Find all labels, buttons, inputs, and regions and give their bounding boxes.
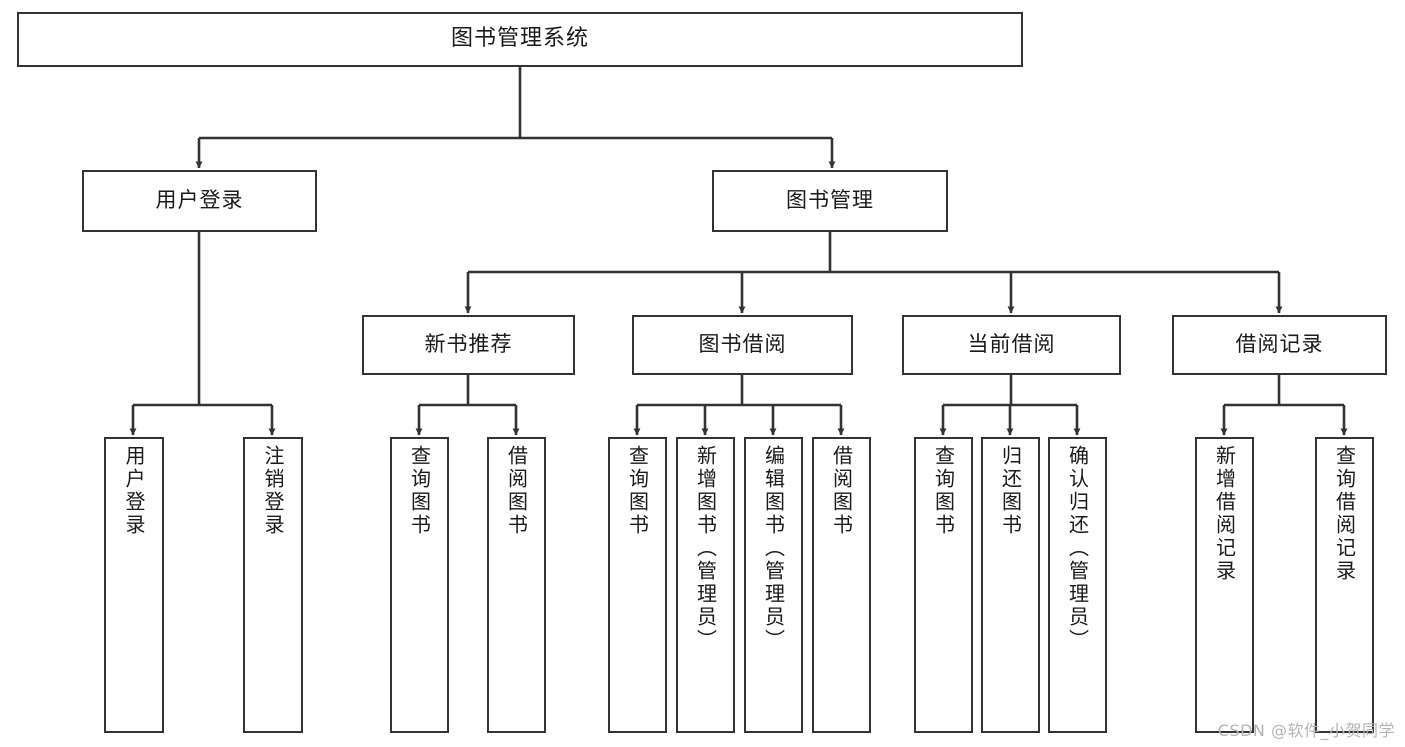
node-book-borrow-label: 图书借阅: [698, 332, 787, 357]
leaf-borrow-book[interactable]: 借阅图书: [812, 437, 871, 733]
leaf-edit-book-admin[interactable]: 编辑图书（管理员）: [744, 437, 803, 733]
node-root-label: 图书管理系统: [450, 26, 589, 52]
leaf-newbook-query-book-label: 查询图书: [407, 445, 432, 537]
leaf-add-book-admin[interactable]: 新增图书（管理员）: [676, 437, 735, 733]
leaf-query-borrow-record-label: 查询借阅记录: [1332, 445, 1357, 583]
node-user-login[interactable]: 用户登录: [82, 170, 317, 232]
leaf-borrow-query-book-label: 查询图书: [625, 445, 650, 537]
leaf-user-login-label: 用户登录: [122, 445, 146, 537]
node-book-borrow[interactable]: 图书借阅: [632, 315, 853, 375]
leaf-borrow-query-book[interactable]: 查询图书: [608, 437, 667, 733]
node-current-borrow-label: 当前借阅: [967, 332, 1056, 357]
leaf-newbook-query-book[interactable]: 查询图书: [390, 437, 449, 733]
node-borrow-record[interactable]: 借阅记录: [1172, 315, 1387, 375]
node-root[interactable]: 图书管理系统: [17, 12, 1023, 67]
leaf-return-book-label: 归还图书: [998, 445, 1023, 537]
leaf-query-borrow-record[interactable]: 查询借阅记录: [1315, 437, 1374, 733]
leaf-confirm-return-admin-label: 确认归还（管理员）: [1065, 445, 1090, 652]
node-new-book-recommend[interactable]: 新书推荐: [362, 315, 575, 375]
leaf-add-borrow-record-label: 新增借阅记录: [1212, 445, 1237, 583]
leaf-confirm-return-admin[interactable]: 确认归还（管理员）: [1048, 437, 1107, 733]
leaf-borrow-book-label: 借阅图书: [829, 445, 854, 537]
leaf-current-query-book-label: 查询图书: [931, 445, 956, 537]
leaf-logout-label: 注销登录: [261, 445, 285, 537]
leaf-return-book[interactable]: 归还图书: [981, 437, 1040, 733]
leaf-user-login[interactable]: 用户登录: [104, 437, 164, 733]
leaf-newbook-borrow-book-label: 借阅图书: [504, 445, 529, 537]
leaf-logout[interactable]: 注销登录: [243, 437, 303, 733]
leaf-newbook-borrow-book[interactable]: 借阅图书: [487, 437, 546, 733]
leaf-current-query-book[interactable]: 查询图书: [914, 437, 973, 733]
leaf-add-book-admin-label: 新增图书（管理员）: [693, 445, 718, 652]
node-book-management-label: 图书管理: [786, 188, 874, 213]
node-new-book-recommend-label: 新书推荐: [424, 332, 513, 357]
node-book-management[interactable]: 图书管理: [712, 170, 948, 232]
leaf-add-borrow-record[interactable]: 新增借阅记录: [1195, 437, 1254, 733]
leaf-edit-book-admin-label: 编辑图书（管理员）: [761, 445, 786, 652]
node-borrow-record-label: 借阅记录: [1235, 332, 1324, 357]
node-user-login-label: 用户登录: [155, 188, 244, 213]
node-current-borrow[interactable]: 当前借阅: [902, 315, 1121, 375]
